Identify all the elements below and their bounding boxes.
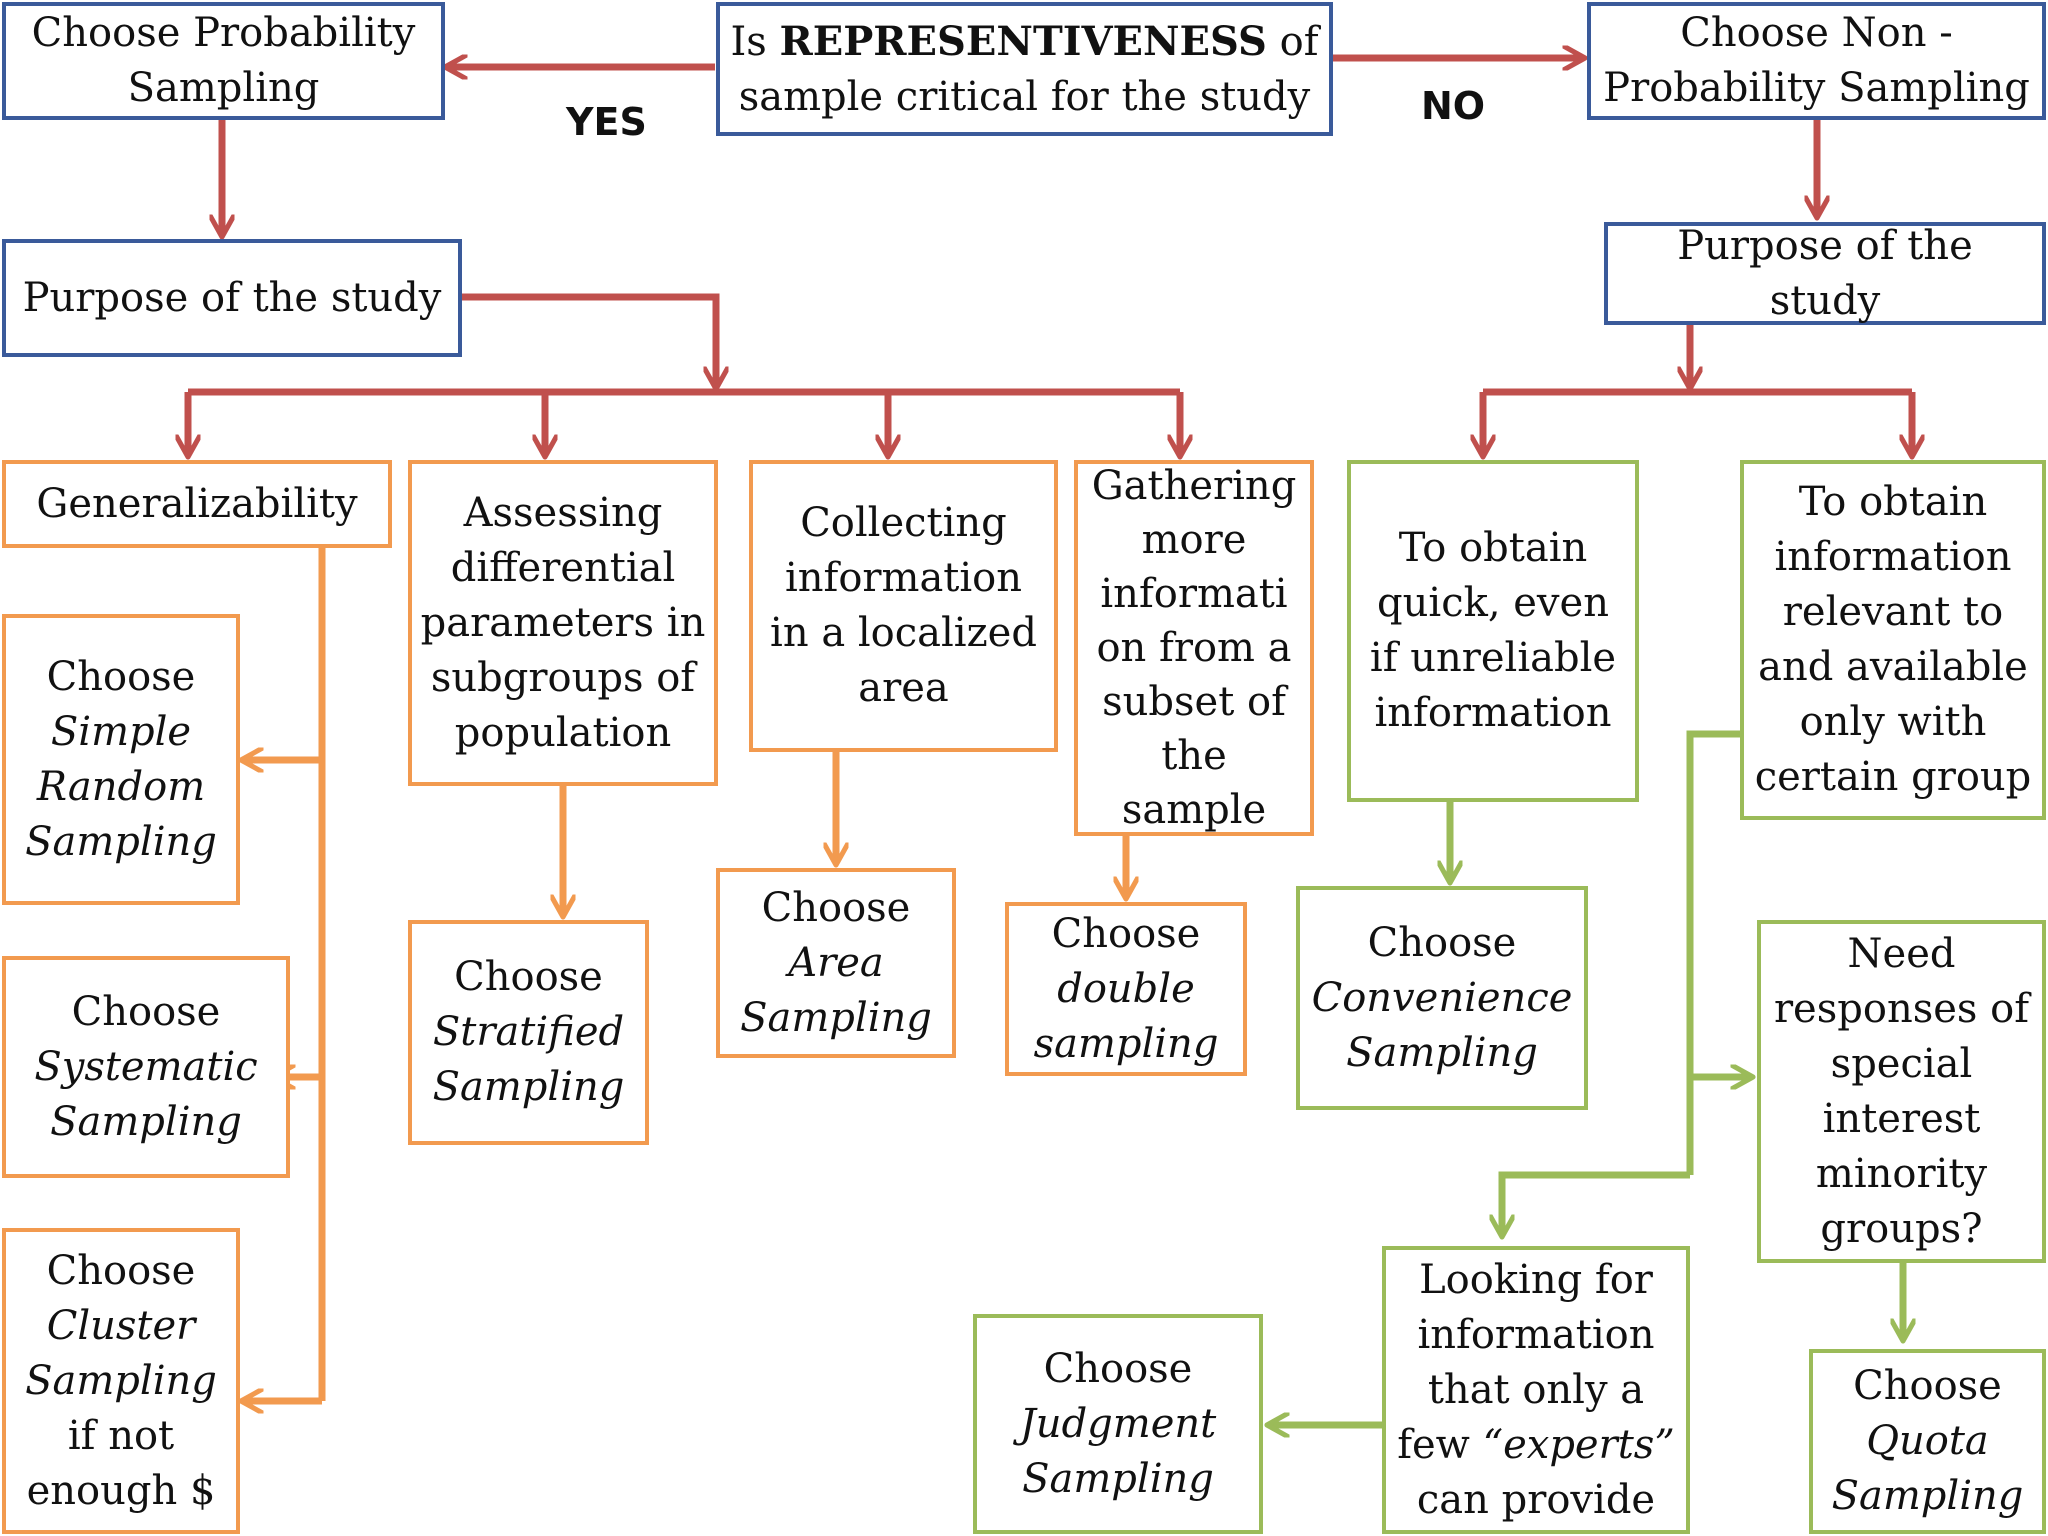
quick-info-box: To obtain quick, even if unreliable info… [1347,460,1639,802]
connector-certain-branch [1686,730,1740,1175]
nonprobability-sampling-box: Choose Non - Probability Sampling [1587,2,2046,120]
assessing-subgroups-box: Assessing differential parameters in sub… [408,460,718,786]
arrow-to-experts [1502,1171,1690,1232]
gathering-subset-box: Gathering more informati on from a subse… [1074,460,1314,836]
certain-group-box: To obtain information relevant to and av… [1740,460,2046,820]
collecting-localized-box: Collecting information in a localized ar… [749,460,1058,752]
yes-label: YES [566,100,647,144]
root-question-box: Is REPRESENTIVENESS of sample critical f… [716,2,1333,136]
experts-box: Looking for information that only a few … [1382,1246,1690,1534]
minority-groups-box: Need responses of special interest minor… [1757,920,2046,1263]
no-label: NO [1421,84,1486,128]
purpose-box-probability: Purpose of the study [2,239,462,357]
generalizability-box: Generalizability [2,460,392,548]
connector-purpose-left-out [462,293,716,384]
purpose-box-nonprobability: Purpose of the study [1604,222,2046,325]
probability-sampling-box: Choose Probability Sampling [2,2,445,120]
